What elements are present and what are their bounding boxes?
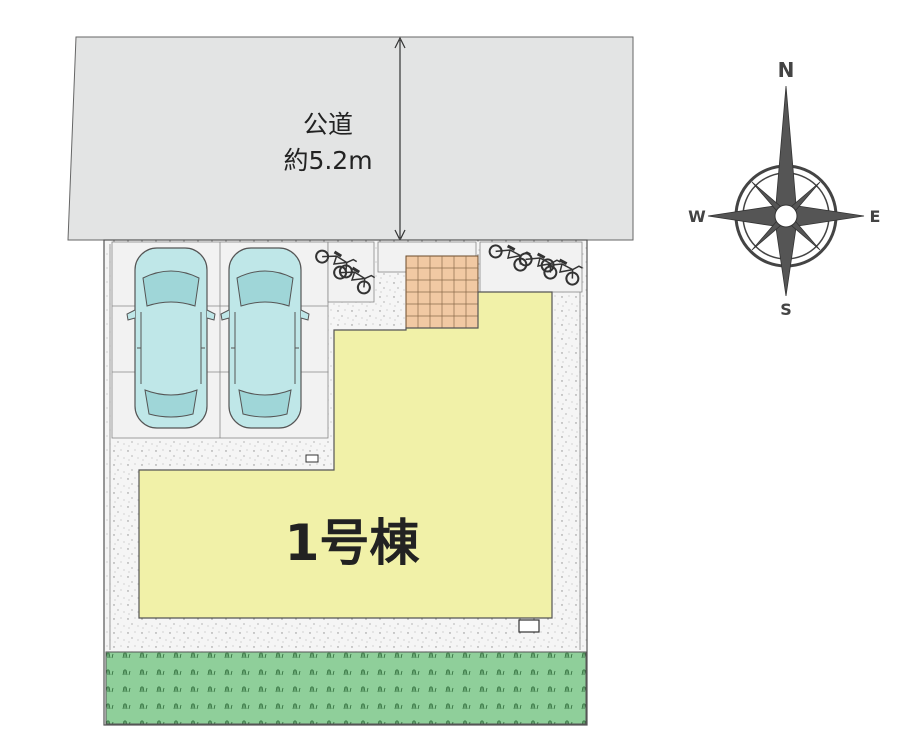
building-label: 1号棟 xyxy=(285,514,421,572)
bicycle-parking-left xyxy=(312,240,378,303)
north-needle-icon xyxy=(775,85,797,217)
compass-rose: N S E W xyxy=(688,58,880,319)
car-1-icon xyxy=(126,247,216,429)
outdoor-unit xyxy=(518,619,540,633)
car-2-icon xyxy=(220,247,310,429)
entrance-approach xyxy=(377,241,479,329)
compass-north-label: N xyxy=(778,58,795,82)
lawn xyxy=(105,651,587,725)
bicycle-parking-right xyxy=(479,235,586,293)
compass-west-label: W xyxy=(688,207,706,226)
road-label: 公道 xyxy=(303,110,353,139)
road-width-label: 約5.2m xyxy=(283,146,372,175)
meter-box xyxy=(305,454,319,463)
building-1: 1号棟 xyxy=(138,291,553,633)
compass-south-label: S xyxy=(780,300,792,319)
compass-east-label: E xyxy=(870,207,881,226)
arrow-up-icon xyxy=(394,36,406,49)
parking-area xyxy=(111,241,329,439)
public-road: 公道 約5.2m xyxy=(67,36,634,242)
